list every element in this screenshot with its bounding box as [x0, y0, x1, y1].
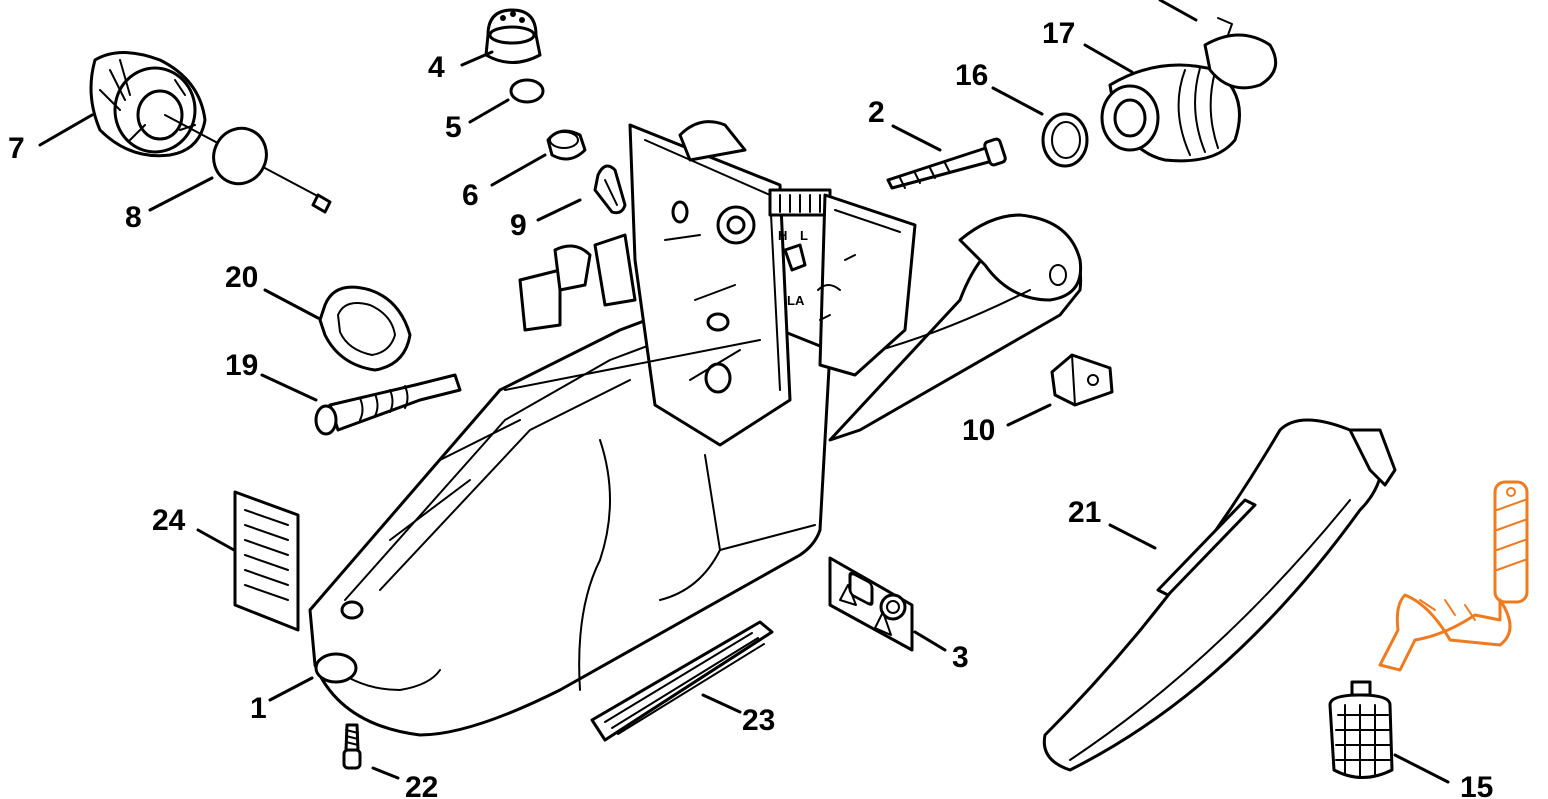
callout-15: 15 — [1460, 771, 1493, 799]
callout-16: 16 — [955, 59, 988, 92]
callout-19: 19 — [225, 349, 258, 382]
marking-la: LA — [787, 293, 805, 308]
callout-22: 22 — [405, 771, 438, 799]
callout-4: 4 — [428, 51, 445, 84]
callout-6: 6 — [462, 179, 479, 212]
pad-part-23[interactable] — [590, 620, 774, 742]
callout-2: 2 — [868, 96, 885, 129]
housing-part[interactable]: H L LA — [308, 120, 1083, 737]
cover-part-21[interactable] — [1042, 418, 1397, 772]
fuel-hose-part-19[interactable] — [314, 373, 462, 436]
bracket-part-10[interactable] — [1050, 353, 1114, 407]
fuel-filter-part[interactable] — [1328, 680, 1394, 779]
callout-9: 9 — [510, 209, 527, 242]
callout-7: 7 — [8, 132, 25, 165]
intake-boot-part[interactable] — [1100, 17, 1278, 163]
callout-labels: 1 2 3 4 5 6 7 8 9 10 15 16 17 19 20 21 2… — [8, 17, 1493, 799]
callout-5: 5 — [445, 111, 462, 144]
callout-1: 1 — [250, 692, 267, 725]
screw-part-2[interactable] — [886, 137, 1007, 190]
marking-l: L — [800, 228, 808, 243]
clip-part-9[interactable] — [593, 164, 627, 215]
primer-bulb-part[interactable] — [484, 8, 542, 64]
callout-23: 23 — [742, 704, 775, 737]
o-ring-part-5[interactable] — [509, 78, 545, 104]
leader-lines — [38, 0, 1450, 784]
gasket-part-8[interactable] — [205, 120, 276, 193]
callout-24: 24 — [152, 504, 186, 537]
warning-decal-part[interactable] — [828, 556, 914, 652]
bolt-part-22[interactable] — [342, 723, 362, 770]
starter-part-7[interactable] — [89, 51, 332, 214]
callout-10: 10 — [962, 414, 995, 447]
callout-20: 20 — [225, 261, 258, 294]
callout-8: 8 — [125, 201, 142, 234]
gasket-part-20[interactable] — [318, 285, 412, 372]
plug-part-6[interactable] — [546, 129, 587, 161]
callout-3: 3 — [952, 641, 969, 674]
callout-21: 21 — [1068, 496, 1101, 529]
fuel-pickup-hose[interactable] — [1378, 480, 1529, 672]
ring-part-16[interactable] — [1041, 112, 1089, 168]
callout-17: 17 — [1042, 17, 1075, 50]
label-part-24[interactable] — [233, 490, 300, 632]
marking-h: H — [778, 228, 787, 243]
